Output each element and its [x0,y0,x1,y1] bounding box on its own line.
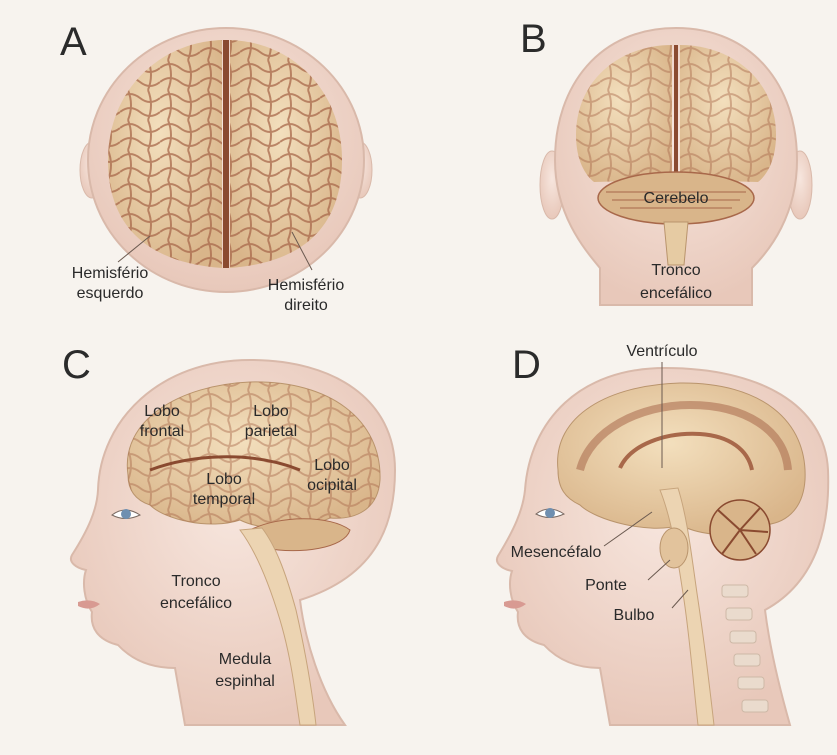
label-brainstem-c-line1: Tronco [171,573,220,590]
iris-d [545,508,555,518]
panel-c: C Lobo frontal Lobo parietal Lobo tempor… [62,343,395,725]
label-right-hemisphere-line2: direito [284,297,328,314]
label-parietal-line1: Lobo [253,403,289,420]
label-brainstem-c-line2: encefálico [160,595,232,612]
label-occipital-line1: Lobo [314,457,350,474]
panel-c-letter: C [62,343,91,387]
label-frontal-line2: frontal [140,423,184,440]
panel-b: B Cerebelo Tronco encefálico [520,17,812,305]
label-left-hemisphere-line2: esquerdo [77,285,144,302]
panel-d-letter: D [512,343,541,387]
label-brainstem-b-line1: Tronco [651,262,700,279]
brainstem-shape-b [664,222,688,265]
panel-a: A Hemisfério esquerdo Hemisfério direito [60,20,372,314]
label-frontal-line1: Lobo [144,403,180,420]
label-spinal-cord-line1: Medula [219,651,272,668]
label-midbrain: Mesencéfalo [511,544,602,561]
label-temporal-line2: temporal [193,491,255,508]
label-parietal-line2: parietal [245,423,297,440]
panel-b-letter: B [520,17,547,61]
iris-c [121,509,131,519]
label-temporal-line1: Lobo [206,471,242,488]
pons-shape [660,528,688,568]
panel-a-letter: A [60,20,87,64]
label-ventricle: Ventrículo [626,343,697,360]
label-pons: Ponte [585,577,627,594]
label-brainstem-b-line2: encefálico [640,285,712,302]
label-cerebellum: Cerebelo [644,190,709,207]
label-right-hemisphere-line1: Hemisfério [268,277,345,294]
panel-d: D Ventrículo Mesencé [497,343,828,725]
label-spinal-cord-line2: espinhal [215,673,275,690]
label-medulla: Bulbo [614,607,655,624]
label-occipital-line2: ocipital [307,477,357,494]
label-left-hemisphere-line1: Hemisfério [72,265,149,282]
